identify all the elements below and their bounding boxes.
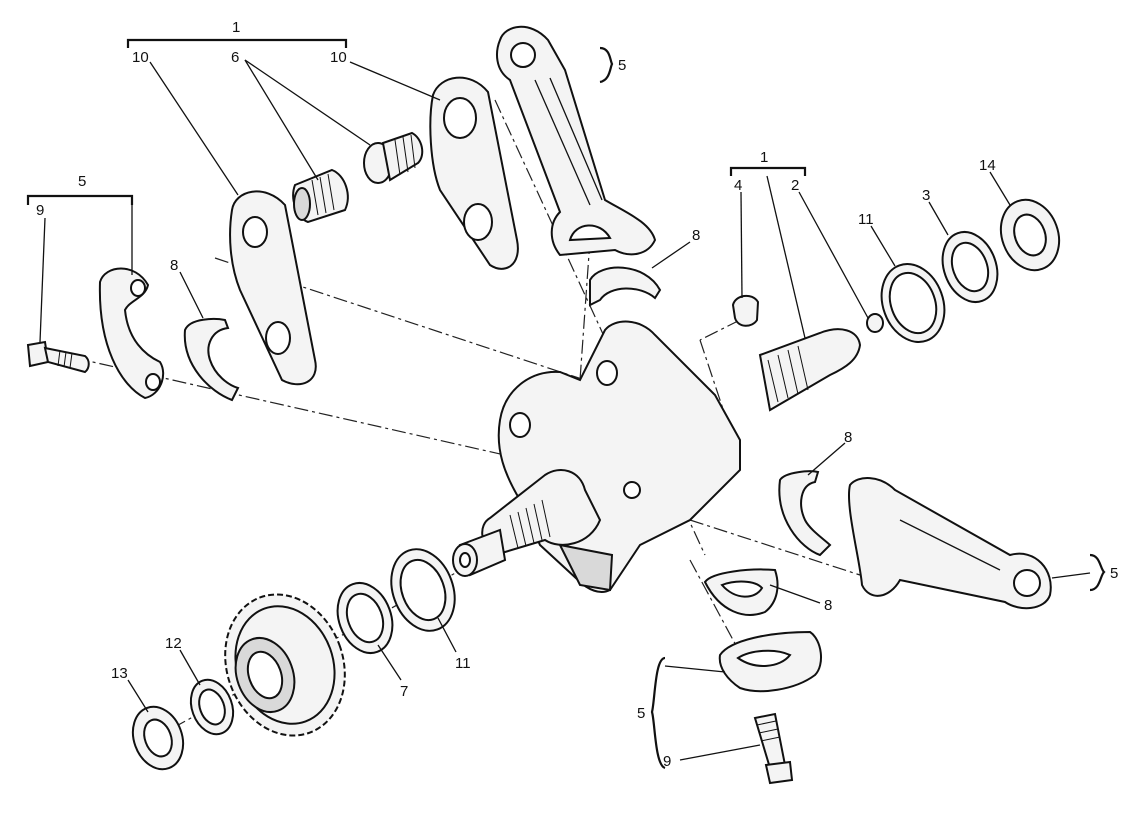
callout-14: 14 [979, 157, 996, 174]
gear-washer [189, 678, 235, 736]
callout-5-right: 5 [1110, 565, 1118, 582]
callout-8-mid: 8 [844, 429, 852, 446]
shell-bearing-lower [703, 568, 779, 616]
callout-8-left: 8 [170, 257, 178, 274]
leader-lines [39, 59, 1091, 761]
pin [866, 313, 884, 333]
thrust-washer-left [390, 548, 456, 632]
connecting-rod-right [848, 477, 1052, 610]
callout-6: 6 [231, 49, 239, 66]
callout-5-left: 5 [78, 173, 86, 190]
rod-cap-left [98, 267, 165, 400]
shell-bearing-left [183, 318, 240, 402]
callout-10-left: 10 [132, 49, 149, 66]
callout-10-right: 10 [330, 49, 347, 66]
cap-bolt-bottom [753, 712, 794, 785]
callout-labels: 1 10 6 10 5 5 9 8 8 4 1 2 11 3 14 8 5 8 … [36, 19, 1118, 770]
callout-9-left: 9 [36, 202, 44, 219]
balancer-plate-left [229, 190, 317, 386]
spacer-washer [941, 231, 999, 303]
shim-washer [336, 582, 394, 654]
crankshaft-gear [224, 593, 346, 737]
balancer-plate-right [429, 76, 519, 270]
callout-4: 4 [734, 177, 742, 194]
crankshaft-nut-right [999, 198, 1061, 272]
callout-8-lower: 8 [824, 597, 832, 614]
callout-5-top: 5 [618, 57, 626, 74]
thrust-washer-right [880, 263, 946, 343]
callout-5-bottom: 5 [637, 705, 645, 722]
callout-11-right: 11 [858, 211, 874, 228]
callout-3: 3 [922, 187, 930, 204]
callout-1-right: 1 [760, 149, 768, 166]
cap-bolt-left [26, 340, 90, 374]
callout-1-top: 1 [232, 19, 240, 36]
callout-8-upper: 8 [692, 227, 700, 244]
callout-12: 12 [165, 635, 182, 652]
rod-cap-bottom [718, 630, 822, 693]
group-braces [26, 38, 1106, 770]
threaded-plug-left [292, 168, 349, 224]
connecting-rod-top [496, 25, 657, 257]
callout-11-lower: 11 [455, 655, 471, 672]
shell-bearing-mid [778, 470, 832, 557]
callout-2: 2 [791, 177, 799, 194]
callout-13: 13 [111, 665, 128, 682]
callout-9-bottom: 9 [663, 753, 671, 770]
crankshaft-nut-left [131, 705, 185, 771]
crankshaft-nose-left [452, 528, 507, 577]
shell-bearing-upper [589, 266, 662, 307]
threaded-plug-right [363, 131, 424, 184]
crankshaft [481, 320, 862, 593]
callout-7: 7 [400, 683, 408, 700]
woodruff-key [731, 294, 760, 327]
